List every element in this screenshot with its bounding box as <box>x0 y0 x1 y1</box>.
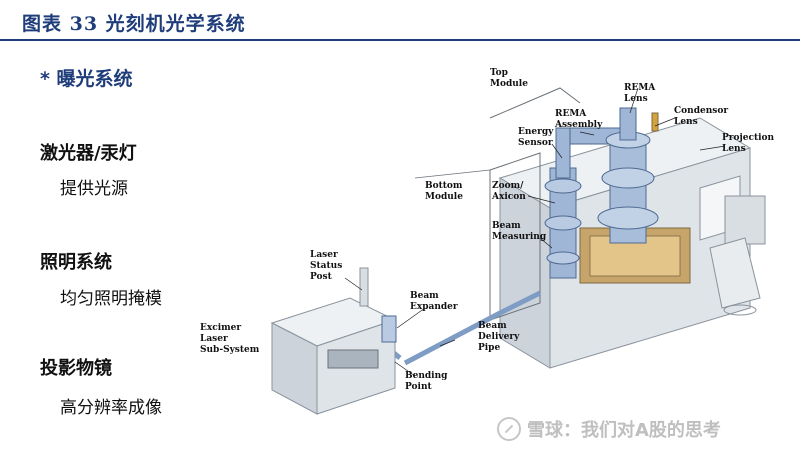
item-label-projection: 投影物镜 <box>40 358 112 379</box>
bottom-module-frame <box>414 152 541 321</box>
section-title: * 曝光系统 <box>40 68 133 90</box>
item-desc-laser: 提供光源 <box>60 179 128 199</box>
excimer-laser-unit <box>270 267 397 415</box>
label-zoom-axicon: Zoom/Axicon <box>491 181 526 202</box>
header: 图表 33 光刻机光学系统 <box>0 0 800 42</box>
projection-lens-column <box>597 107 659 244</box>
item-desc-projection: 高分辨率成像 <box>60 398 162 418</box>
item-desc-illumination: 均匀照明掩模 <box>60 289 162 309</box>
beam-delivery-pipe <box>403 290 542 366</box>
snowball-logo-icon <box>497 417 521 441</box>
watermark: 雪球：我们对A股的思考 <box>497 416 721 442</box>
header-rule <box>0 39 800 41</box>
item-label-illumination: 照明系统 <box>40 252 112 273</box>
exposure-tool-body <box>498 117 766 369</box>
figure-title: 图表 33 光刻机光学系统 <box>22 13 246 35</box>
watermark-text: 雪球：我们对A股的思考 <box>527 420 721 441</box>
leader-lines <box>344 87 726 377</box>
item-label-laser: 激光器/汞灯 <box>40 143 137 164</box>
top-module-frame <box>489 87 581 119</box>
